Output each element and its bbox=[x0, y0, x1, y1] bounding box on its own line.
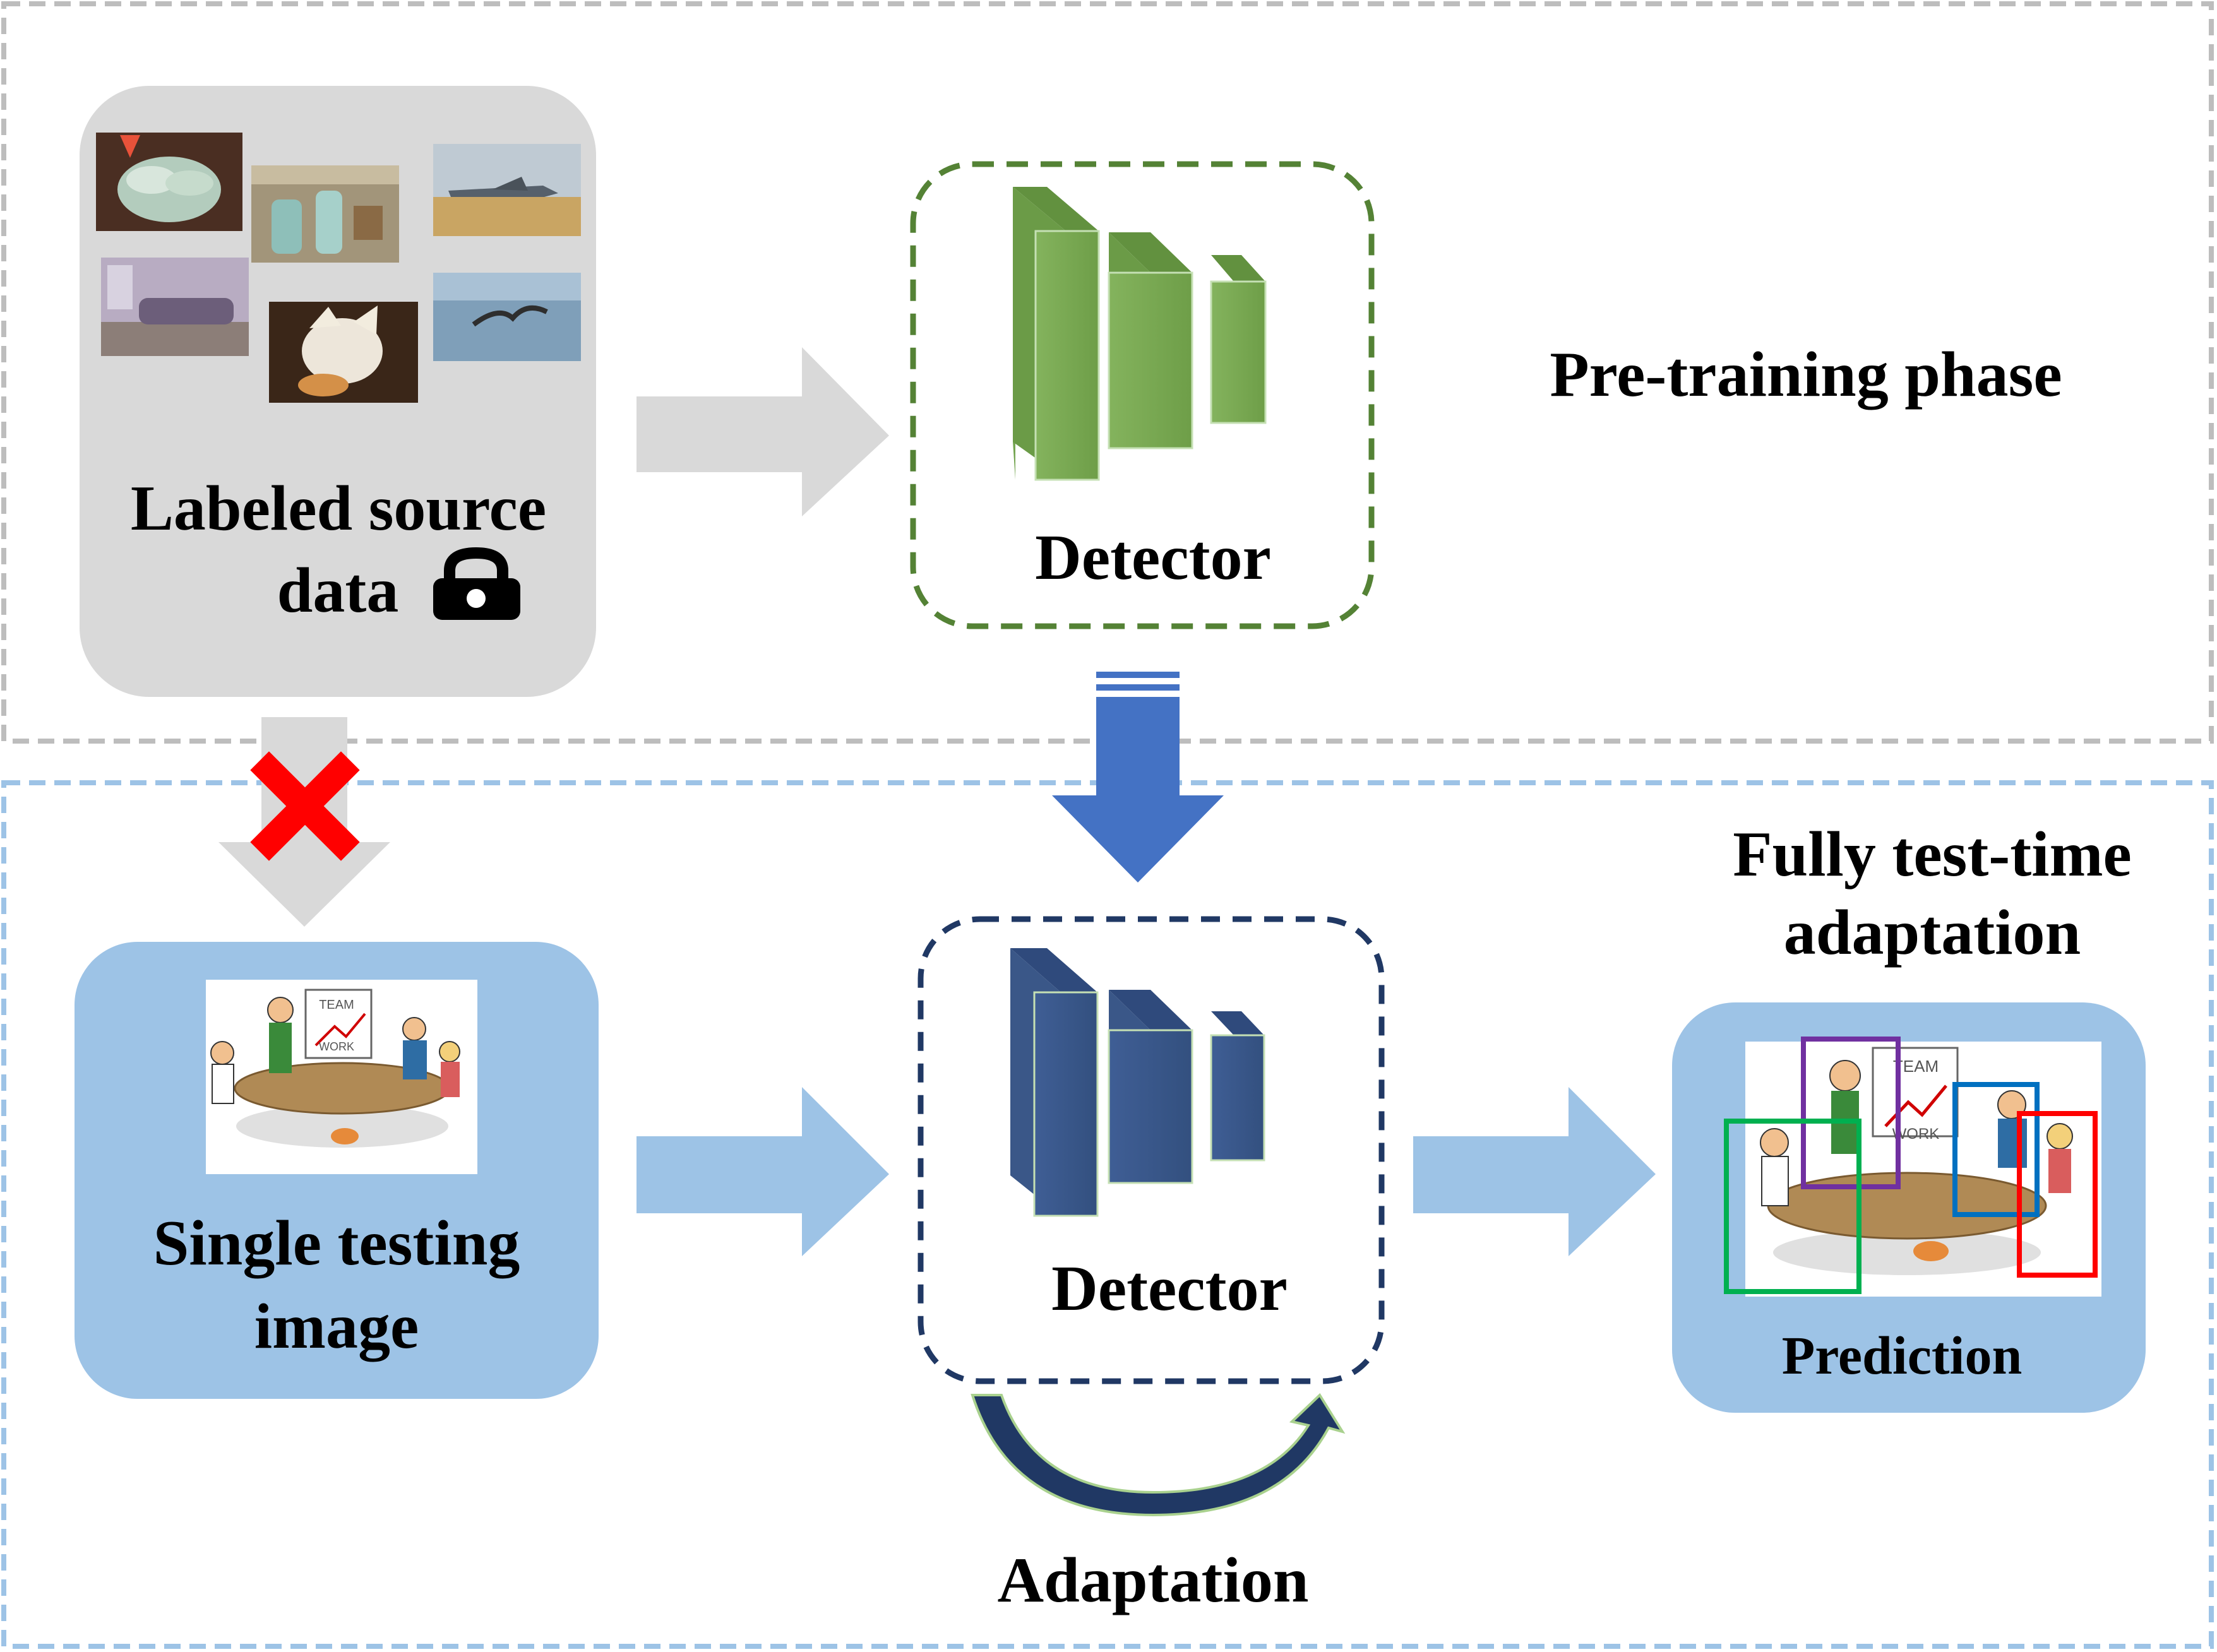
adaptation-phase-title-line1: Fully test-time bbox=[1733, 819, 2132, 890]
arrow-detector-to-prediction bbox=[1413, 1087, 1656, 1256]
source-data-label-line1: Labeled source bbox=[130, 473, 547, 544]
adapt-layer-3 bbox=[1210, 1011, 1265, 1162]
source-thumbnails bbox=[96, 133, 581, 403]
source-data-label-line2: data bbox=[277, 555, 399, 626]
bbox-purple bbox=[1801, 1037, 1901, 1189]
arrow-test-to-detector bbox=[636, 1087, 889, 1256]
adapt-layer-2 bbox=[1108, 990, 1193, 1184]
test-board-text-1: TEAM bbox=[319, 998, 354, 1012]
arrow-source-to-detector bbox=[636, 347, 889, 516]
prediction-label: Prediction bbox=[1781, 1325, 2023, 1386]
pretrain-layer-1 bbox=[1013, 187, 1100, 481]
bbox-blue bbox=[1952, 1082, 2040, 1217]
padlock-icon bbox=[433, 547, 520, 620]
detector-pretrain-layers bbox=[1013, 187, 1267, 481]
thumbnail-seagull bbox=[433, 273, 581, 361]
thumbnail-living-room bbox=[101, 258, 249, 356]
adapt-layer-1 bbox=[1010, 948, 1099, 1217]
detector-pretrain-label: Detector bbox=[1035, 522, 1271, 593]
detector-adapt-label: Detector bbox=[1051, 1253, 1288, 1324]
bbox-green bbox=[1724, 1119, 1861, 1294]
prediction-thumbnail bbox=[1745, 1042, 2101, 1297]
adaptation-phase-region bbox=[1, 780, 2214, 1649]
test-image-label-line1: Single testing bbox=[153, 1208, 520, 1279]
test-image-label-line2: image bbox=[254, 1291, 419, 1362]
thumbnail-cockatoo bbox=[269, 302, 418, 403]
bbox-red bbox=[2017, 1111, 2098, 1278]
test-image-thumbnail bbox=[206, 980, 477, 1174]
prediction-bounding-boxes bbox=[1724, 1037, 2098, 1294]
cross-icon bbox=[250, 751, 360, 861]
adaptation-loop-arrow bbox=[971, 1393, 1346, 1517]
thumbnail-succulent bbox=[96, 133, 242, 231]
detector-adapt-layers bbox=[1010, 948, 1265, 1217]
adaptation-label: Adaptation bbox=[997, 1545, 1309, 1616]
test-board-text-2: WORK bbox=[319, 1040, 354, 1053]
pretrain-layer-2 bbox=[1108, 232, 1193, 449]
arrow-detector-transfer bbox=[1052, 672, 1224, 882]
pretraining-phase-title: Pre-training phase bbox=[1550, 339, 2062, 410]
adaptation-phase-title-line2: adaptation bbox=[1783, 897, 2081, 968]
thumbnail-airplane bbox=[433, 144, 581, 236]
pretrain-layer-3 bbox=[1210, 255, 1267, 424]
thumbnail-shelf bbox=[251, 165, 399, 263]
